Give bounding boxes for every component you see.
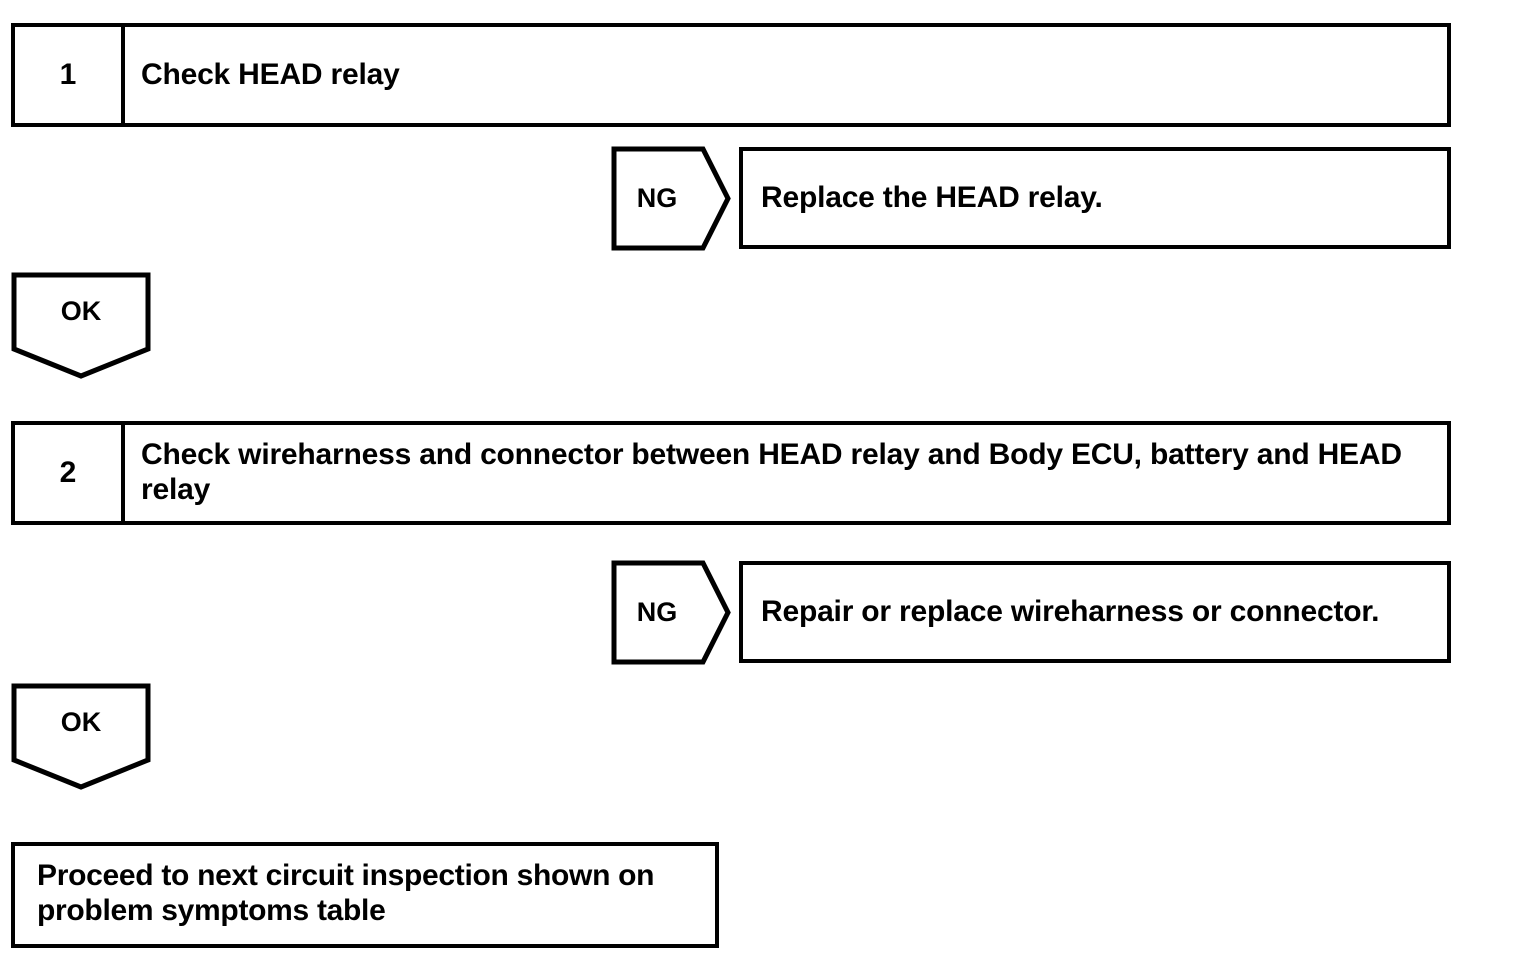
- terminal-box: Proceed to next circuit inspection shown…: [11, 842, 719, 948]
- step-box-1: 1 Check HEAD relay: [11, 23, 1451, 127]
- ng-arrow-2: NG: [611, 560, 731, 665]
- ng-result-box-2: Repair or replace wireharness or connect…: [739, 561, 1451, 663]
- ok-arrow-1-label: OK: [60, 295, 102, 326]
- step-number-1: 1: [15, 27, 125, 123]
- ok-arrow-2-label: OK: [60, 706, 102, 737]
- ng-arrow-1-label: NG: [636, 183, 678, 213]
- ng-result-box-1: Replace the HEAD relay.: [739, 147, 1451, 249]
- ng-arrow-1: NG: [611, 146, 731, 251]
- ng-arrow-2-shape: [611, 560, 731, 665]
- step-number-2: 2: [15, 425, 125, 521]
- step-instruction-2: Check wireharness and connector between …: [141, 438, 1402, 507]
- ok-arrow-2: OK: [11, 683, 151, 790]
- ok-arrow-1-shape: [11, 272, 151, 379]
- step-instruction-1: Check HEAD relay: [141, 58, 400, 92]
- ng-arrow-1-shape: [611, 146, 731, 251]
- ok-arrow-1: OK: [11, 272, 151, 379]
- ok-arrow-2-shape: [11, 683, 151, 790]
- ng-arrow-2-label: NG: [636, 597, 678, 627]
- step-box-2: 2 Check wireharness and connector betwee…: [11, 421, 1451, 525]
